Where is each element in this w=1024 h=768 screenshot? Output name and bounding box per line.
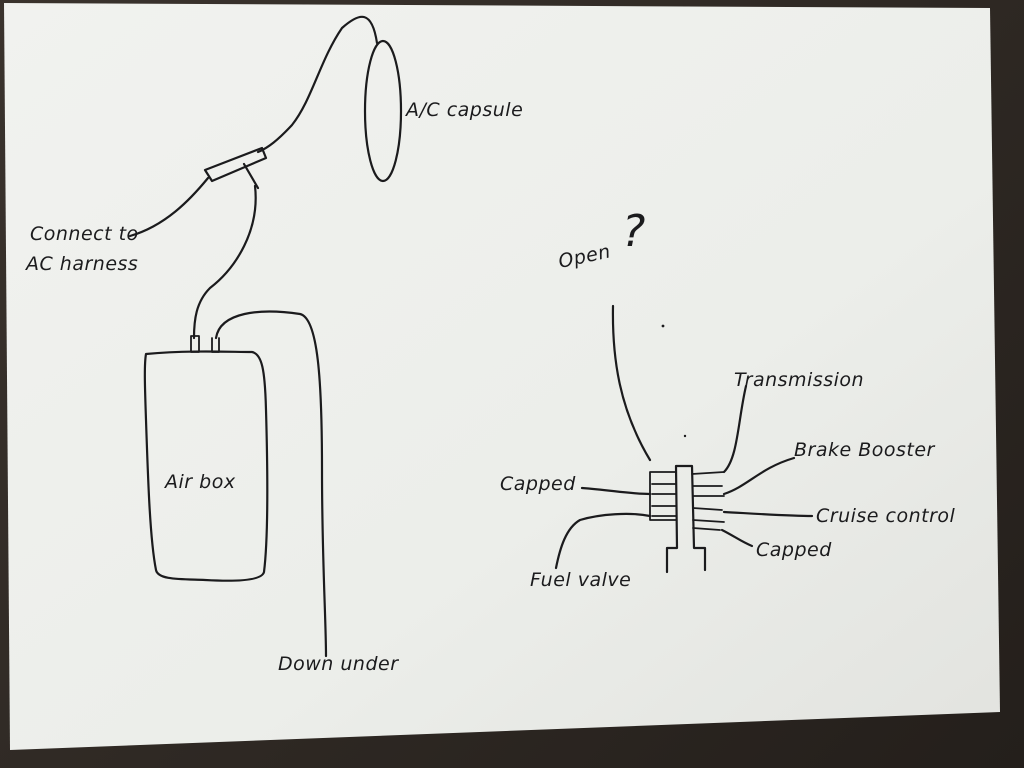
transmission-leader <box>722 384 748 474</box>
capped-left-leader <box>580 486 652 496</box>
capped-right-leader <box>720 528 754 548</box>
harness-lead-line <box>128 176 210 238</box>
open-line <box>611 304 652 462</box>
ac-capsule-hose <box>256 15 379 154</box>
brake-booster-leader <box>722 456 796 496</box>
paper-sheet <box>4 3 1000 750</box>
capped-left-label: Capped <box>500 473 576 495</box>
connect-to-harness-label-line2: AC harness <box>24 253 138 275</box>
ac-capsule-label: A/C capsule <box>404 99 523 121</box>
cruise-control-label: Cruise control <box>816 505 956 527</box>
question-mark: ? <box>622 206 645 257</box>
harness-connector <box>203 146 268 190</box>
cruise-control-leader <box>722 510 814 518</box>
fuel-valve-leader <box>554 512 652 570</box>
ink-dot <box>661 324 665 328</box>
air-box-label: Air box <box>163 471 236 493</box>
manifold-post <box>665 464 707 574</box>
down-under-hose <box>214 310 328 658</box>
manifold-right-stubs <box>691 471 725 531</box>
transmission-label: Transmission <box>734 369 864 391</box>
fuel-valve-label: Fuel valve <box>530 569 631 591</box>
air-box-shape <box>143 350 269 582</box>
brake-booster-label: Brake Booster <box>794 439 936 461</box>
connect-to-harness-label-line1: Connect to <box>30 223 139 245</box>
manifold-left-stubs <box>649 471 677 521</box>
capped-right-label: Capped <box>756 539 832 561</box>
ac-capsule-shape <box>363 39 403 183</box>
ink-dot <box>683 434 687 438</box>
junction-to-airbox-line <box>192 184 257 340</box>
down-under-label: Down under <box>278 653 399 675</box>
